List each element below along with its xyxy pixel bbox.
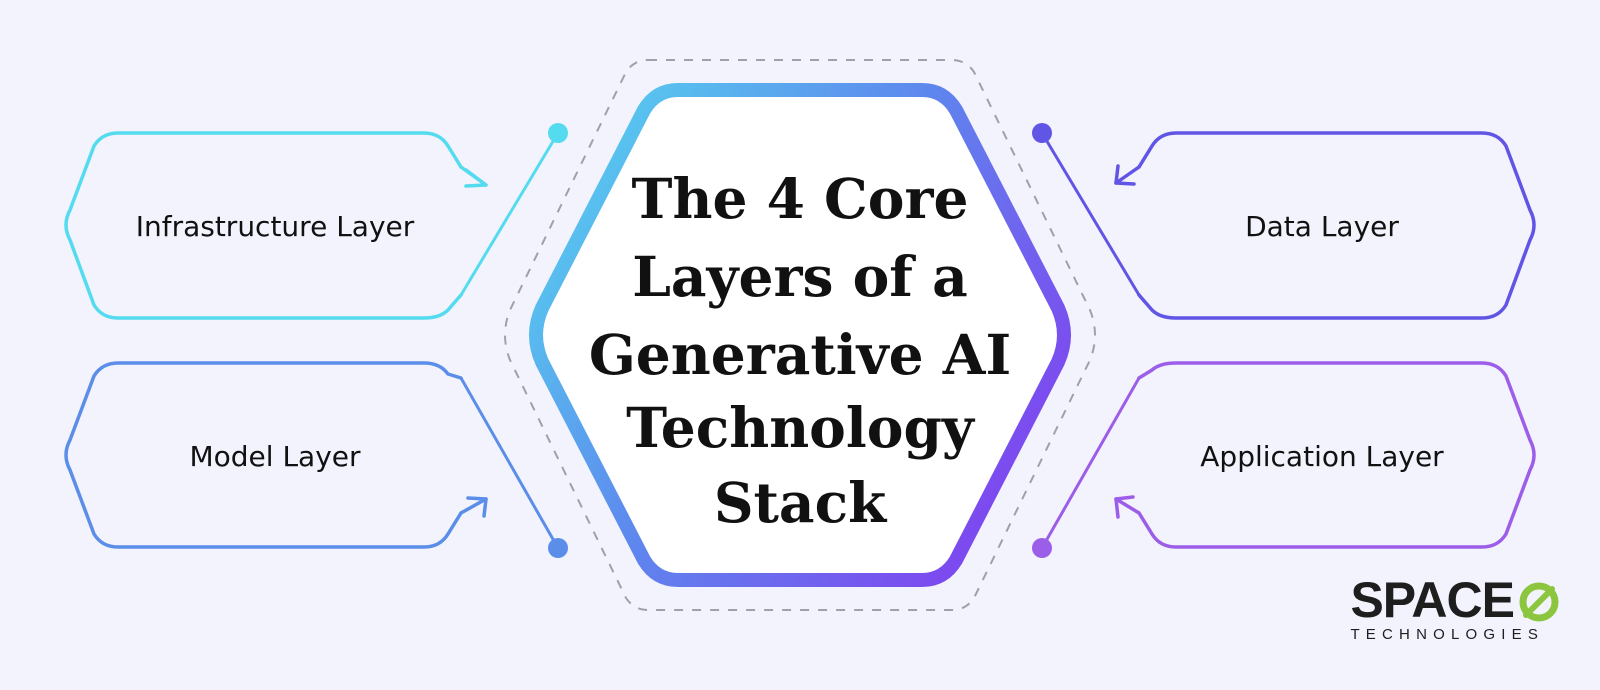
center-title-line: Stack — [714, 470, 888, 535]
data-layer-shape — [1137, 131, 1536, 320]
infrastructure-layer-card: Infrastructure Layer — [64, 131, 488, 320]
application-layer-card: Application Layer — [1114, 361, 1536, 549]
center-title-line: Technology — [626, 395, 976, 460]
dashed-hexagon-outline — [504, 59, 1096, 611]
connector-application — [1032, 376, 1141, 558]
model-layer-shape — [64, 361, 463, 549]
brand-tagline: TECHNOLOGIES — [1350, 626, 1545, 643]
arrow-head-icon — [1114, 164, 1141, 186]
arrow-head-icon — [459, 165, 488, 188]
connector-model — [459, 376, 568, 558]
connector-data — [1032, 123, 1141, 297]
application-layer-shape — [1137, 361, 1536, 549]
center-title-line: The 4 Core — [632, 166, 969, 231]
model-layer-label: Model Layer — [189, 440, 361, 473]
data-layer-card: Data Layer — [1114, 131, 1536, 320]
connector-infrastructure — [459, 123, 568, 297]
arrow-head-icon — [1114, 495, 1141, 519]
application-layer-label: Application Layer — [1200, 440, 1444, 473]
arrow-head-icon — [459, 496, 488, 518]
infrastructure-layer-label: Infrastructure Layer — [136, 210, 415, 243]
data-layer-label: Data Layer — [1245, 210, 1399, 243]
brand-logo: SPACE TECHNOLOGIES — [1350, 575, 1562, 642]
center-hexagon — [529, 83, 1071, 587]
model-layer-card: Model Layer — [64, 361, 488, 549]
brand-mark-icon — [1519, 582, 1559, 622]
brand-name: SPACE — [1350, 572, 1515, 628]
infrastructure-layer-shape — [64, 131, 463, 320]
center-title-line: Layers of a — [632, 244, 967, 309]
center-title: The 4 Core Layers of a Generative AI Tec… — [589, 166, 1011, 535]
center-title-line: Generative AI — [589, 322, 1011, 387]
